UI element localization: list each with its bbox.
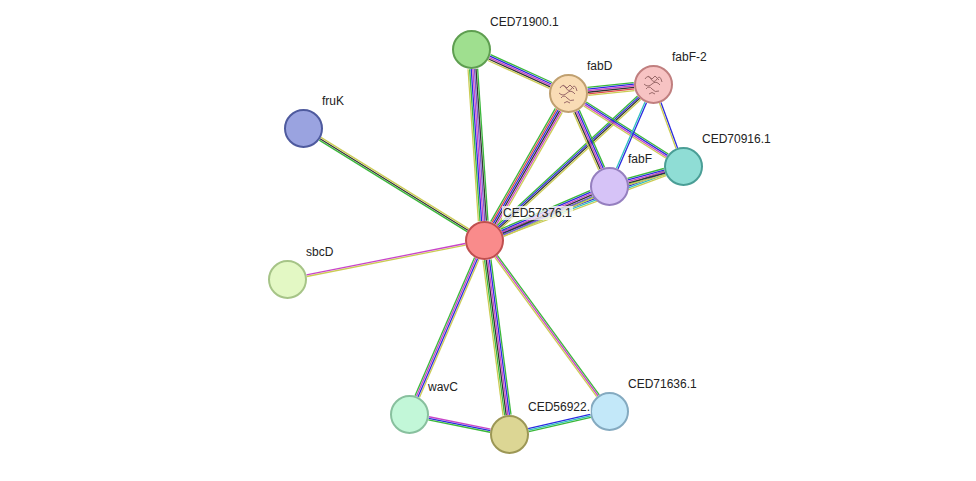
- interaction-edge: [415, 257, 479, 397]
- evidence-line: [659, 103, 676, 148]
- evidence-line: [629, 175, 665, 185]
- evidence-line: [321, 137, 469, 228]
- evidence-line: [478, 69, 488, 221]
- interaction-edge: [483, 259, 511, 415]
- structure-icon: [636, 67, 671, 102]
- evidence-line: [419, 259, 479, 397]
- evidence-line: [502, 173, 664, 233]
- interaction-edge: [627, 168, 665, 184]
- interaction-edge: [495, 255, 600, 396]
- node-circle: [390, 395, 429, 434]
- node-label: CED71636.1: [627, 377, 698, 391]
- interaction-edge: [528, 414, 591, 431]
- protein-node: wavC: [390, 395, 430, 435]
- evidence-line: [529, 417, 591, 431]
- evidence-line: [490, 56, 551, 84]
- node-circle: [452, 30, 491, 69]
- evidence-line: [528, 414, 590, 428]
- node-label: CED70916.1: [701, 132, 772, 146]
- protein-node: fruK: [284, 109, 324, 149]
- evidence-line: [418, 259, 478, 397]
- evidence-line: [495, 257, 597, 397]
- node-label: fabD: [586, 59, 613, 73]
- node-circle: [549, 74, 588, 113]
- protein-node: CED56922.: [490, 415, 530, 455]
- interaction-edge: [587, 83, 634, 96]
- node-label: sbcD: [305, 245, 334, 259]
- protein-node: CED71636.1: [590, 392, 630, 432]
- evidence-line: [585, 103, 667, 155]
- node-label: fabF-2: [671, 50, 708, 64]
- protein-node: fabF-2: [634, 65, 674, 105]
- node-circle: [634, 65, 673, 104]
- node-circle: [590, 392, 629, 431]
- evidence-line: [488, 60, 549, 88]
- node-circle: [284, 109, 323, 148]
- interaction-edge: [428, 417, 490, 432]
- protein-node: fabD: [549, 74, 589, 114]
- node-label: CED71900.1: [489, 15, 560, 29]
- evidence-line: [629, 173, 665, 183]
- evidence-line: [428, 420, 490, 432]
- evidence-line: [489, 59, 550, 87]
- evidence-line: [578, 111, 603, 168]
- evidence-line: [416, 258, 476, 396]
- evidence-line: [429, 418, 491, 430]
- protein-node: fabF: [590, 167, 630, 207]
- evidence-line: [573, 113, 598, 170]
- evidence-line: [579, 110, 604, 167]
- structure-icon: [551, 76, 586, 111]
- evidence-line: [415, 257, 475, 395]
- node-label: wavC: [427, 380, 459, 394]
- node-label: CED56922.: [527, 400, 591, 414]
- node-circle: [490, 415, 529, 454]
- interaction-edge: [573, 110, 604, 170]
- evidence-line: [319, 140, 467, 231]
- evidence-line: [575, 112, 600, 169]
- protein-node: CED57376.1: [465, 221, 505, 261]
- interaction-edge: [468, 69, 488, 222]
- node-label: CED57376.1: [502, 206, 573, 220]
- evidence-line: [429, 417, 491, 429]
- evidence-line: [501, 191, 590, 230]
- protein-node: sbcD: [268, 260, 308, 300]
- evidence-line: [483, 260, 503, 415]
- node-label: fruK: [321, 94, 345, 108]
- evidence-line: [503, 195, 592, 234]
- evidence-line: [503, 174, 665, 234]
- evidence-line: [502, 193, 591, 232]
- evidence-line: [488, 260, 508, 415]
- evidence-line: [497, 255, 599, 395]
- evidence-line: [585, 105, 667, 157]
- node-circle: [465, 221, 504, 260]
- evidence-line: [497, 96, 637, 226]
- node-label: fabF: [627, 152, 653, 166]
- evidence-line: [489, 58, 550, 86]
- evidence-line: [498, 97, 638, 227]
- evidence-line: [491, 55, 552, 83]
- evidence-line: [588, 91, 634, 96]
- interaction-edge: [319, 137, 469, 231]
- interaction-edge: [659, 103, 677, 149]
- evidence-line: [320, 139, 468, 230]
- interaction-edge: [488, 55, 552, 89]
- evidence-line: [576, 111, 601, 168]
- node-circle: [268, 260, 307, 299]
- evidence-line: [501, 192, 590, 231]
- interaction-edge: [501, 191, 593, 237]
- evidence-line: [529, 416, 591, 430]
- evidence-line: [661, 103, 678, 148]
- evidence-line: [485, 260, 505, 415]
- protein-node: CED71900.1: [452, 30, 492, 70]
- evidence-line: [496, 256, 598, 396]
- node-circle: [590, 167, 629, 206]
- protein-node: CED70916.1: [664, 147, 704, 187]
- interaction-edge: [502, 171, 666, 236]
- evidence-line: [502, 171, 664, 231]
- evidence-line: [476, 69, 486, 221]
- node-circle: [664, 147, 703, 186]
- evidence-line: [486, 260, 506, 415]
